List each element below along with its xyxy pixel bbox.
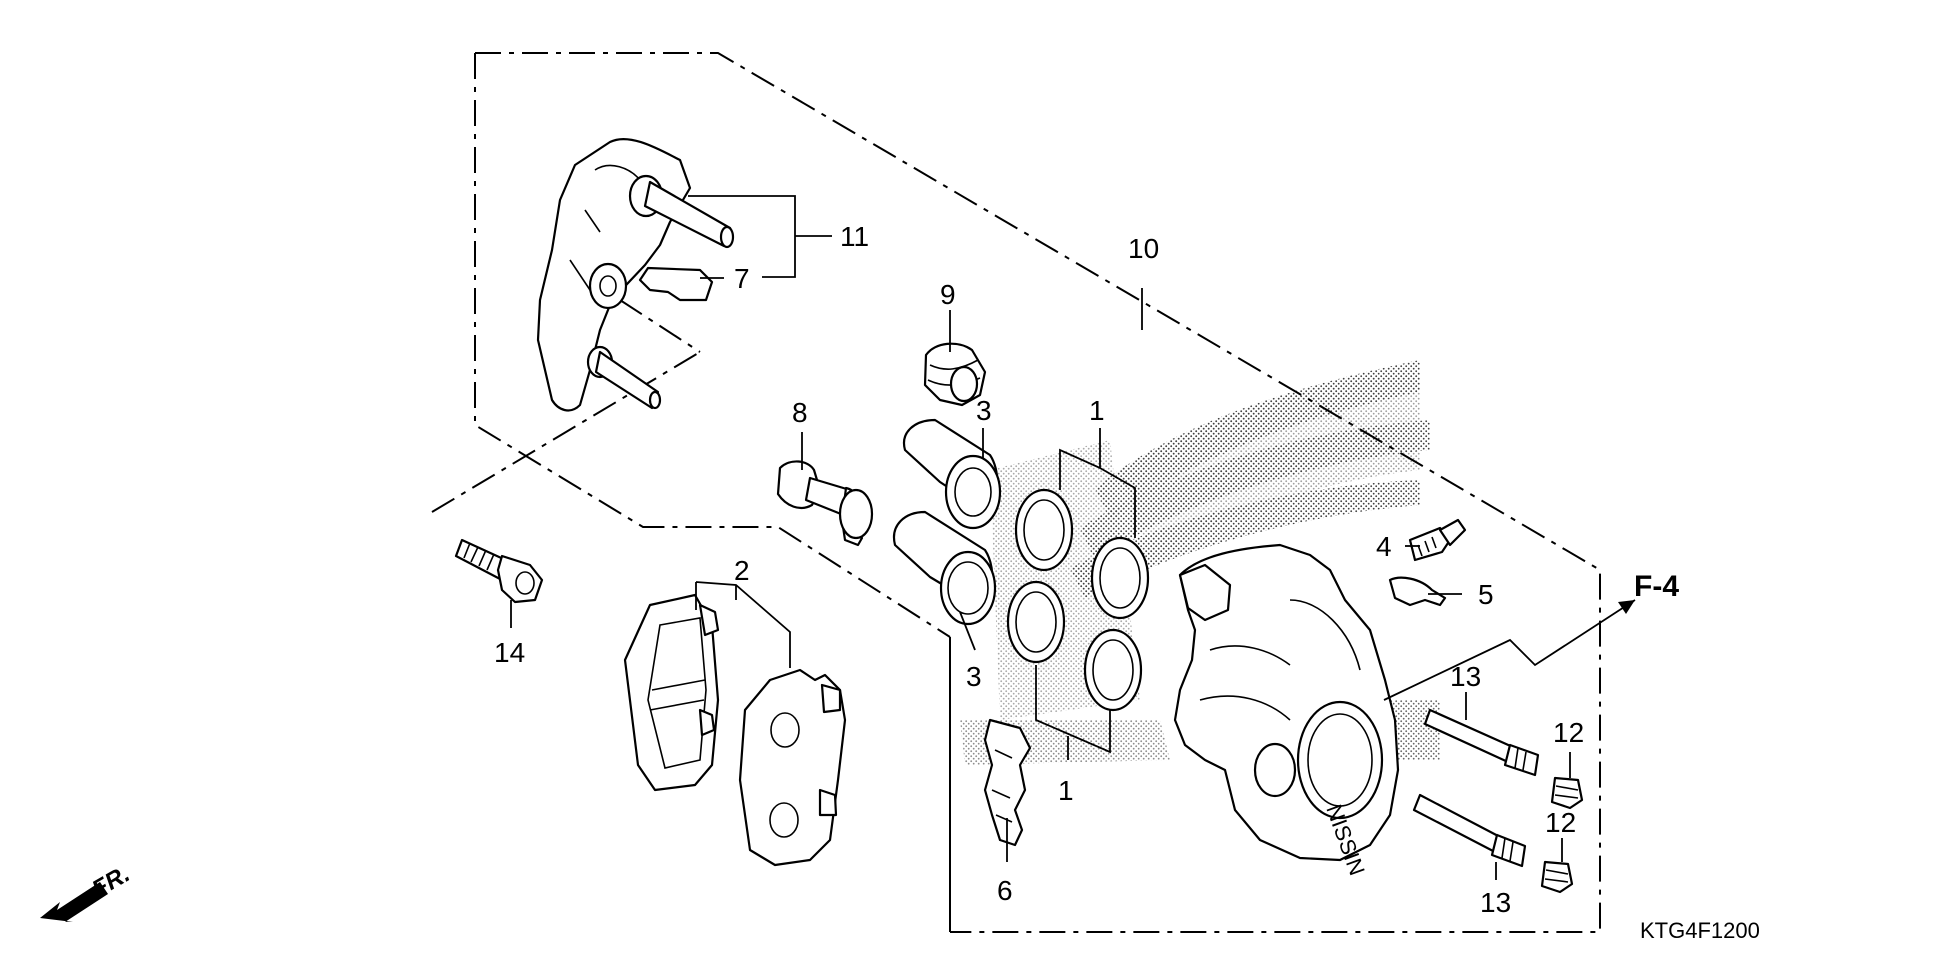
callout-11: 11	[840, 221, 869, 252]
callout-4: 4	[1376, 531, 1392, 562]
assembly-boundary-10	[474, 52, 1601, 933]
caliper-bracket	[536, 137, 735, 412]
piston-lower	[892, 510, 997, 626]
callout-6: 6	[997, 875, 1013, 906]
callout-9: 9	[940, 279, 956, 310]
callout-13-upper: 13	[1450, 661, 1481, 692]
callout-7: 7	[734, 263, 750, 294]
callout-14: 14	[494, 637, 525, 668]
callout-1-upper: 1	[1089, 395, 1105, 426]
callout-12-upper: 12	[1553, 717, 1584, 748]
caliper-pin-upper	[1423, 708, 1540, 777]
callout-5: 5	[1478, 579, 1494, 610]
front-direction-arrow-icon	[40, 882, 108, 922]
pin-bolt	[776, 460, 874, 547]
pin-boot-lower	[1540, 860, 1574, 894]
callout-2: 2	[734, 555, 750, 586]
caliper-body: NISSIN	[1173, 543, 1400, 879]
callout-labels: 1 1 2 3 3 4 5 6 7 8 9 10 11 12 12 13 13 …	[494, 221, 1760, 943]
callout-13-lower: 13	[1480, 887, 1511, 918]
caliper-pin-lower	[1412, 793, 1527, 868]
piston-seals	[1006, 488, 1150, 712]
pad-spring	[983, 718, 1032, 847]
bracket-boundary	[431, 299, 701, 513]
flange-bolt	[454, 538, 544, 604]
dust-boot	[923, 342, 987, 407]
callout-8: 8	[792, 397, 808, 428]
reference-f4: F-4	[1634, 570, 1679, 603]
brake-pad-left	[623, 593, 720, 792]
brake-pad-right	[738, 668, 847, 867]
callout-1-lower: 1	[1058, 775, 1074, 806]
callout-3-upper: 3	[976, 395, 992, 426]
pin-boot-upper	[1550, 776, 1584, 810]
bleed-valve	[1408, 518, 1467, 562]
callout-12-lower: 12	[1545, 807, 1576, 838]
diagram-code: KTG4F1200	[1640, 918, 1760, 943]
piston-upper	[902, 418, 1002, 530]
leader-lines	[510, 195, 1636, 880]
callout-10: 10	[1128, 233, 1159, 264]
bleed-cap	[1388, 576, 1447, 607]
callout-3-lower: 3	[966, 661, 982, 692]
